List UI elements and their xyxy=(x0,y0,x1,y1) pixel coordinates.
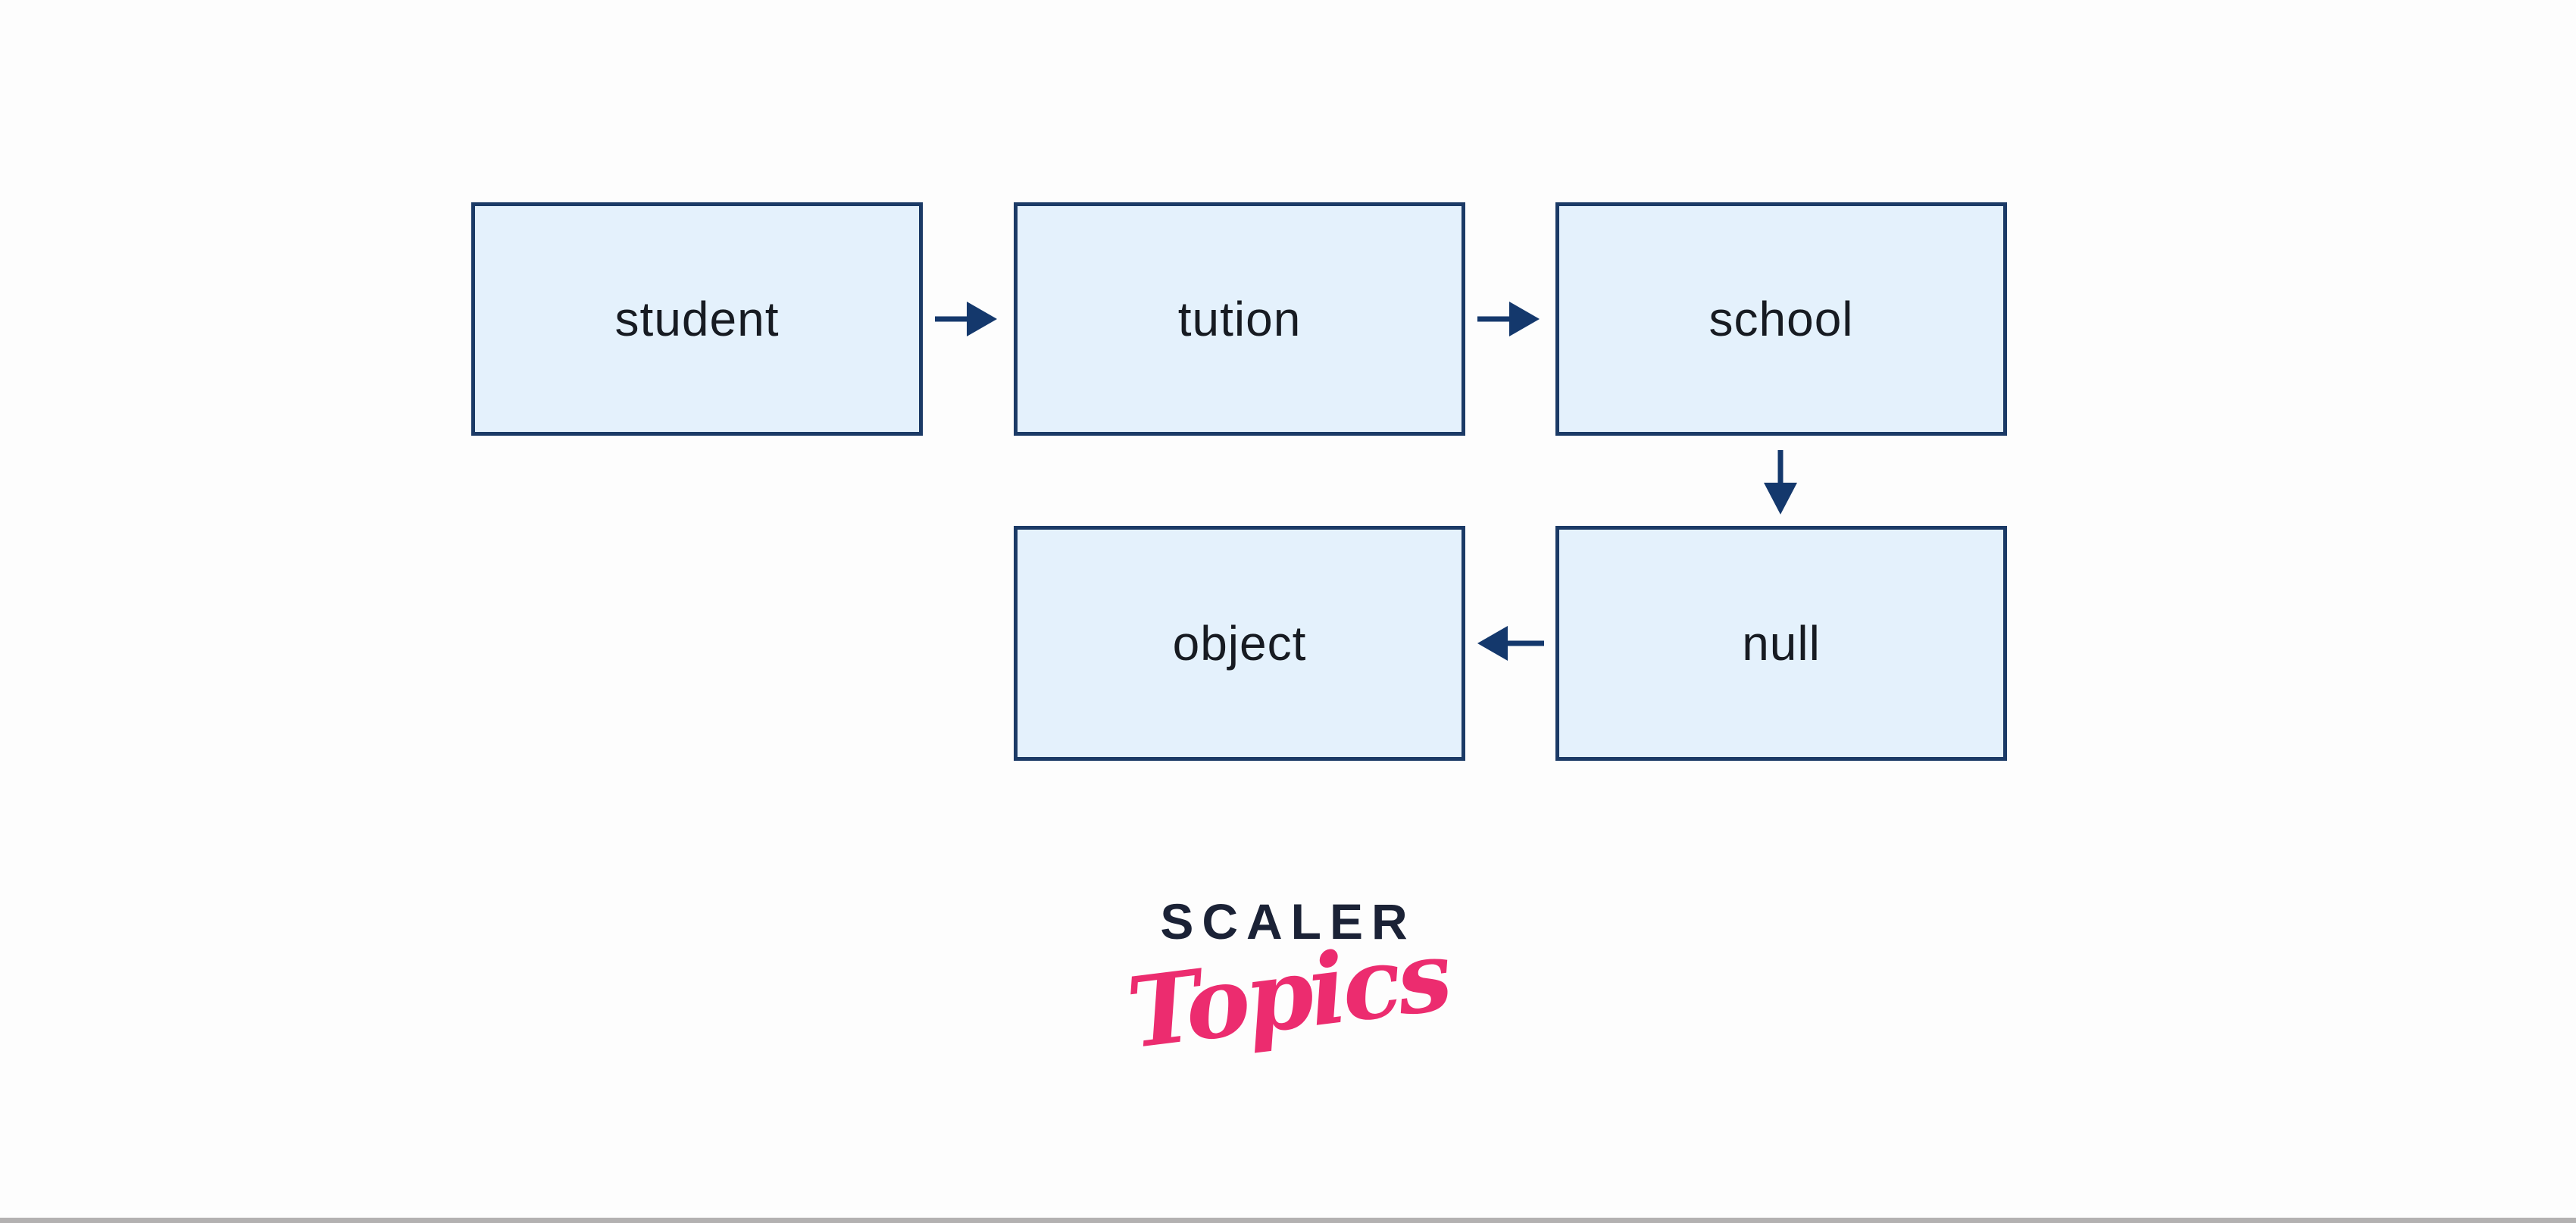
node-tution-label: tution xyxy=(1177,292,1302,346)
logo-scaler-wordmark: SCALER xyxy=(1160,893,1416,949)
node-null: null xyxy=(1555,526,2007,761)
node-student-label: student xyxy=(614,292,780,346)
node-school: school xyxy=(1555,202,2007,436)
node-object: object xyxy=(1014,526,1465,761)
scaler-topics-logo: SCALER Topics xyxy=(1099,893,1477,1071)
node-school-label: school xyxy=(1708,292,1854,346)
node-student: student xyxy=(471,202,923,436)
node-object-label: object xyxy=(1172,616,1307,671)
bottom-edge-bar xyxy=(0,1218,2576,1223)
node-tution: tution xyxy=(1014,202,1465,436)
node-null-label: null xyxy=(1742,616,1821,671)
right-arrow-icon xyxy=(1476,299,1541,339)
right-arrow-icon xyxy=(933,299,999,339)
left-arrow-icon xyxy=(1476,624,1546,663)
down-arrow-icon xyxy=(1761,448,1800,516)
